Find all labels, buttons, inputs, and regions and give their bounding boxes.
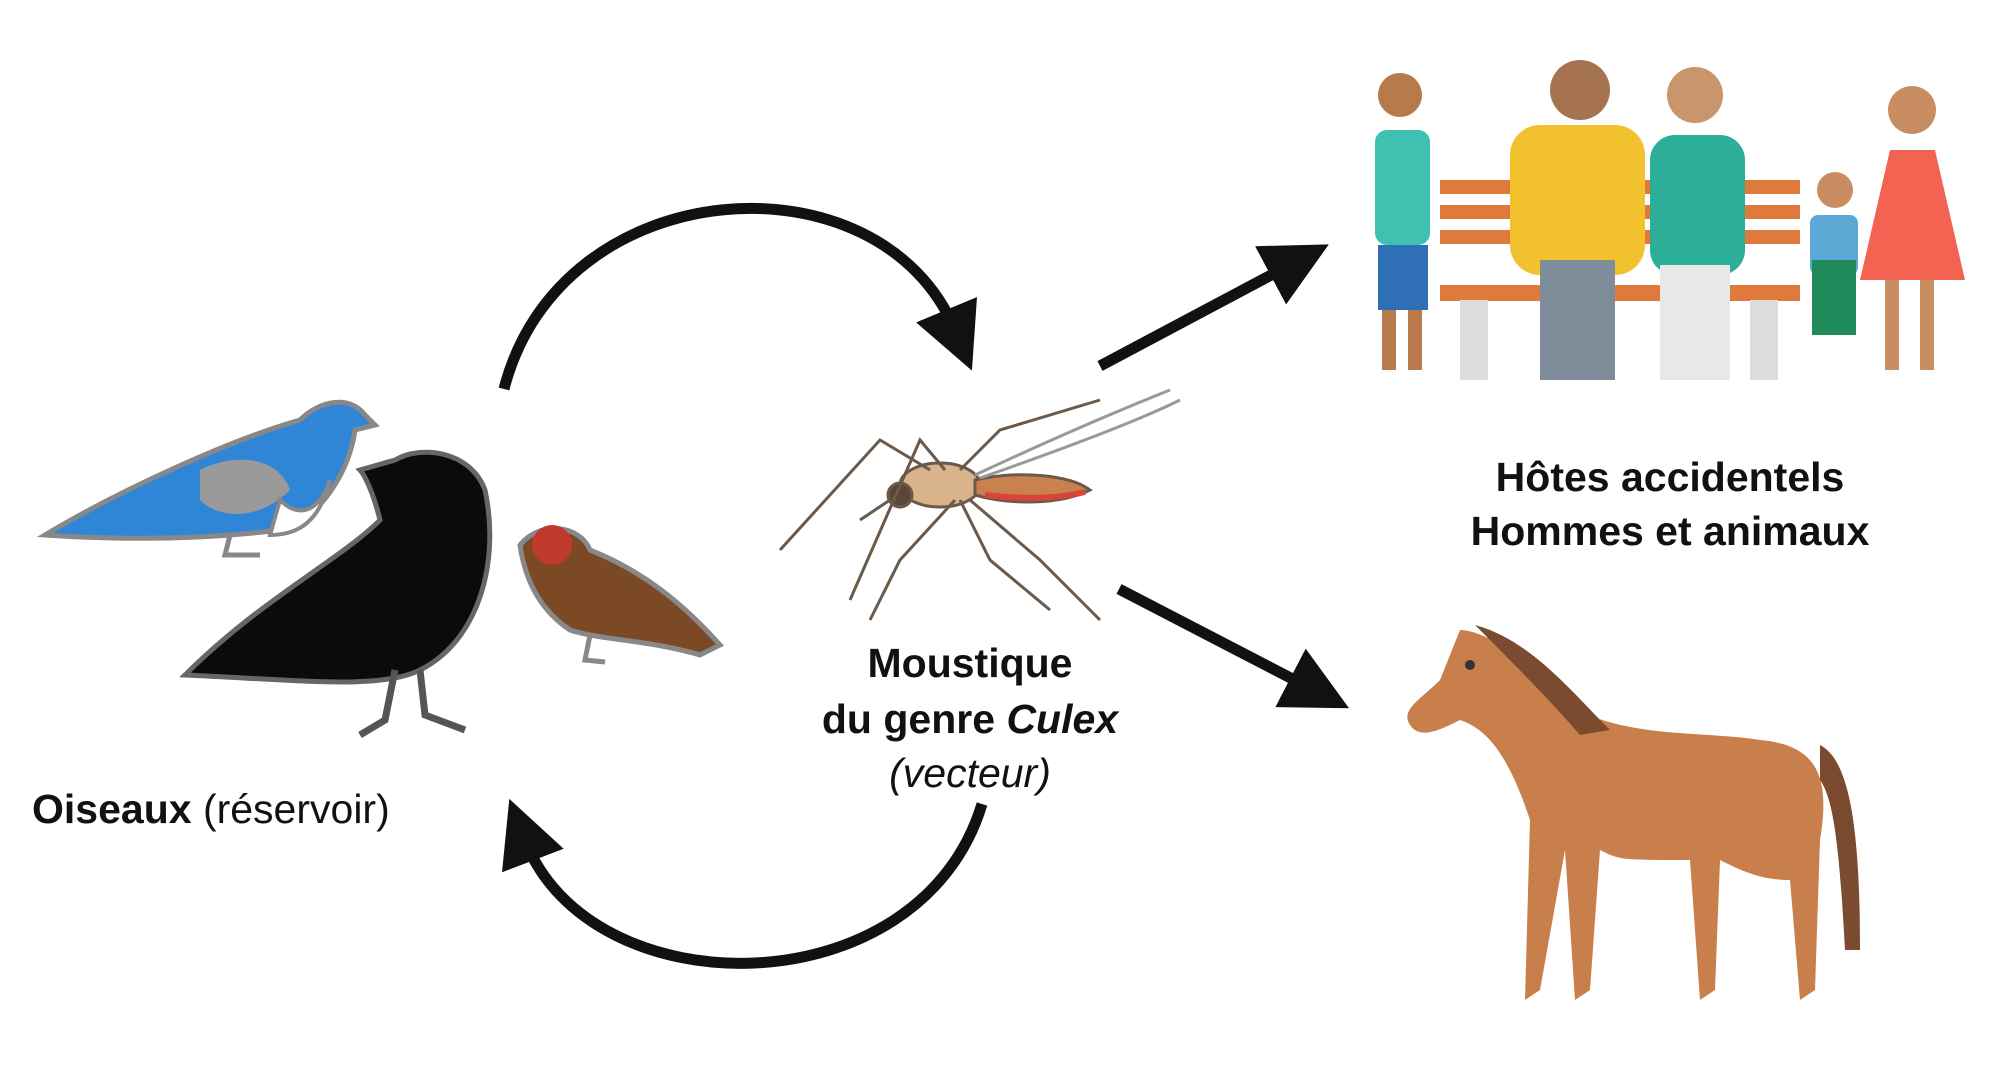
arrow-mosquito-to-humans xyxy=(1097,244,1329,371)
mosquito-illustration xyxy=(778,388,1181,622)
reservoir-label: Oiseaux (réservoir) xyxy=(32,782,390,837)
vector-genus: Culex xyxy=(1006,696,1119,742)
hosts-label-line1: Hôtes accidentels xyxy=(1495,454,1845,500)
bluebird-illustration xyxy=(36,399,380,558)
vector-role: (vecteur) xyxy=(889,750,1051,796)
arrow-mosquito-to-horse xyxy=(1116,584,1350,709)
vector-label-line1: Moustique xyxy=(867,640,1073,686)
crow-illustration xyxy=(179,449,493,739)
reservoir-name: Oiseaux xyxy=(32,786,192,832)
people-on-bench-illustration xyxy=(1375,60,1965,380)
arrow-birds-to-mosquito xyxy=(498,203,977,391)
arrow-mosquito-to-birds xyxy=(502,798,988,969)
horse-illustration xyxy=(1407,625,1860,1000)
vector-label-line2: du genre Culex xyxy=(770,692,1170,747)
finch-illustration xyxy=(517,525,725,665)
hosts-label-line2: Hommes et animaux xyxy=(1470,508,1870,554)
reservoir-role: (réservoir) xyxy=(202,786,390,832)
vector-genus-prefix: du genre xyxy=(821,696,996,742)
